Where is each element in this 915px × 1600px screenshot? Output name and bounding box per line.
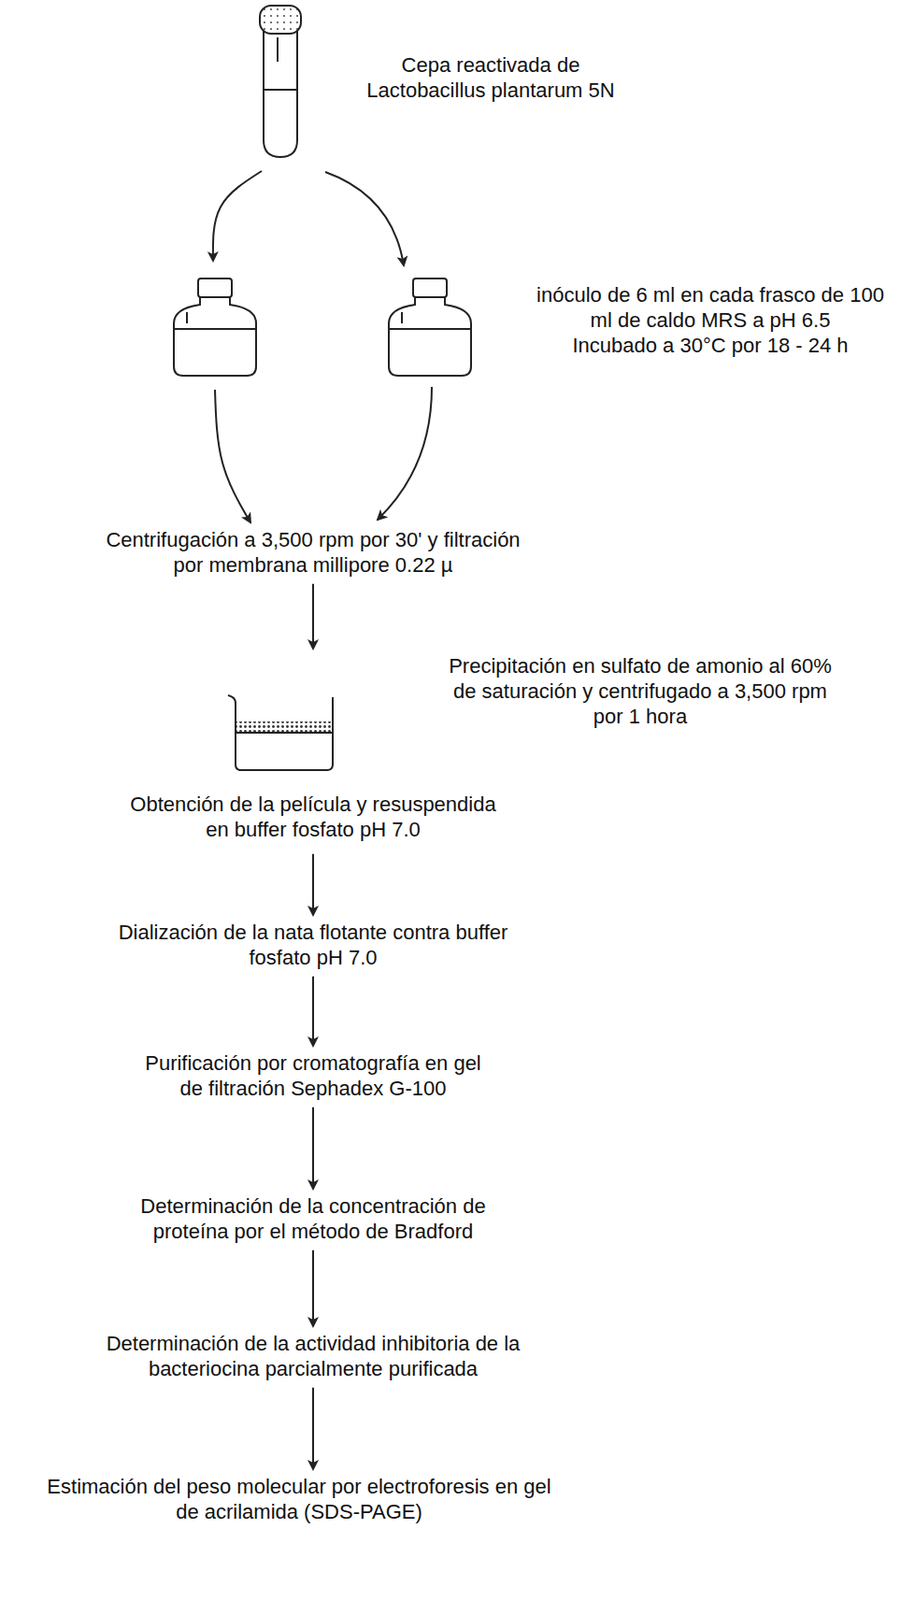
flow-arrow <box>213 171 262 261</box>
flow-arrow <box>312 976 315 1046</box>
bottle-body <box>173 297 257 376</box>
bottle-mark <box>400 312 403 324</box>
tube-body <box>263 29 298 158</box>
process-step: Cepa reactivada de Lactobacillus plantar… <box>238 4 659 166</box>
process-step: Determinación de la actividad inhibitori… <box>88 1331 538 1383</box>
step-text: Centrifugación a 3,500 rpm por 30' y fil… <box>98 528 529 579</box>
step-text: Determinación de la actividad inhibitori… <box>88 1331 538 1383</box>
step-text: Dialización de la nata flotante contra b… <box>116 920 510 972</box>
merge-arrow <box>377 386 432 520</box>
tube-mark <box>276 37 279 62</box>
step-text: Incubado a 30°C por 18 - 24 h <box>523 333 898 359</box>
process-step: Centrifugación a 3,500 rpm por 30' y fil… <box>98 528 529 579</box>
beaker <box>228 695 333 771</box>
liquid-level <box>174 328 256 330</box>
process-step: Dialización de la nata flotante contra b… <box>116 920 510 972</box>
flow-arrow <box>312 584 315 649</box>
liquid-level <box>389 328 471 330</box>
beaker-body <box>228 695 333 771</box>
flow-arrow <box>312 1387 315 1470</box>
process-step: Determinación de la concentración de pro… <box>107 1194 519 1245</box>
process-step: Estimación del peso molecular por electr… <box>42 1474 557 1526</box>
test-tube <box>259 5 301 158</box>
flow-arrow <box>312 1250 315 1327</box>
liquid-level <box>235 731 333 734</box>
tube-stopper <box>259 5 301 34</box>
process-step: Purificación por cromatografía en gel de… <box>135 1051 491 1102</box>
process-step: Precipitación en sulfato de amonio al 60… <box>93 654 832 849</box>
step-text: Purificación por cromatografía en gel de… <box>135 1051 491 1102</box>
bottle-body <box>388 297 472 376</box>
flow-arrow <box>214 389 251 523</box>
branch-arrow <box>325 171 404 266</box>
bottle-cap <box>198 278 232 298</box>
liquid-level <box>264 88 297 91</box>
bottle-mark <box>185 312 188 324</box>
step-text: Precipitación en sulfato de amonio al 60… <box>448 654 832 730</box>
step-text: inóculo de 6 ml en cada frasco de 100 ml… <box>523 283 898 334</box>
precipitate-band <box>235 721 333 733</box>
step-text: Cepa reactivada de Lactobacillus plantar… <box>350 53 631 104</box>
step-text: Estimación del peso molecular por electr… <box>42 1474 557 1526</box>
step-text: Obtención de la película y resuspendida … <box>116 792 510 844</box>
flow-arrow <box>312 854 315 915</box>
flow-arrow <box>312 1107 315 1189</box>
culture-bottle <box>173 278 257 376</box>
process-step: inóculo de 6 ml en cada frasco de 100 ml… <box>158 266 902 385</box>
culture-bottle <box>388 278 472 376</box>
step-text: Determinación de la concentración de pro… <box>107 1194 519 1245</box>
bottle-cap <box>413 278 447 298</box>
